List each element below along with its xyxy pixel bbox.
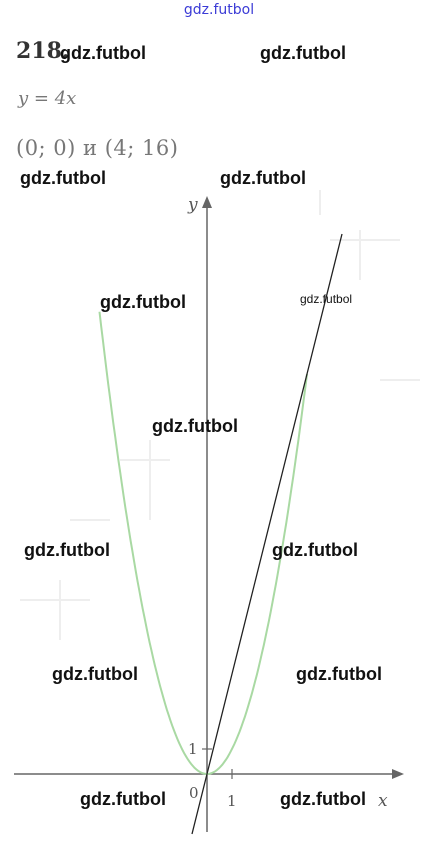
x-axis-label: x — [378, 791, 388, 811]
watermark: gdz.futbol — [152, 416, 238, 436]
tick-label-origin: 0 — [189, 784, 199, 802]
watermark: gdz.futbol — [220, 168, 306, 188]
parabola-curve — [98, 311, 308, 776]
watermark: gdz.futbol — [300, 292, 353, 306]
background-texture — [20, 190, 420, 640]
curves — [98, 233, 343, 835]
intersection-points: (0; 0) и (4; 16) — [16, 136, 179, 160]
x-axis-arrow — [392, 769, 404, 779]
watermark: gdz.futbol — [60, 43, 146, 63]
y-axis-label: y — [187, 195, 198, 215]
y-axis-arrow — [202, 196, 212, 208]
watermark: gdz.futbol — [260, 43, 346, 63]
function-formula: y = 4x — [18, 88, 77, 109]
watermark: gdz.futbol — [52, 664, 138, 684]
watermark: gdz.futbol — [100, 292, 186, 312]
tick-label-x-1: 1 — [227, 792, 237, 810]
site-header[interactable]: gdz.futbol — [183, 2, 255, 18]
tick-label-y-1: 1 — [188, 740, 198, 758]
problem-number: 218. — [16, 38, 70, 64]
watermark: gdz.futbol — [272, 540, 358, 560]
watermark: gdz.futbol — [24, 540, 110, 560]
watermark: gdz.futbol — [20, 168, 106, 188]
line-y-4x — [191, 233, 343, 835]
watermark: gdz.futbol — [296, 664, 382, 684]
watermark: gdz.futbol — [80, 789, 166, 809]
watermark: gdz.futbol — [280, 789, 366, 809]
